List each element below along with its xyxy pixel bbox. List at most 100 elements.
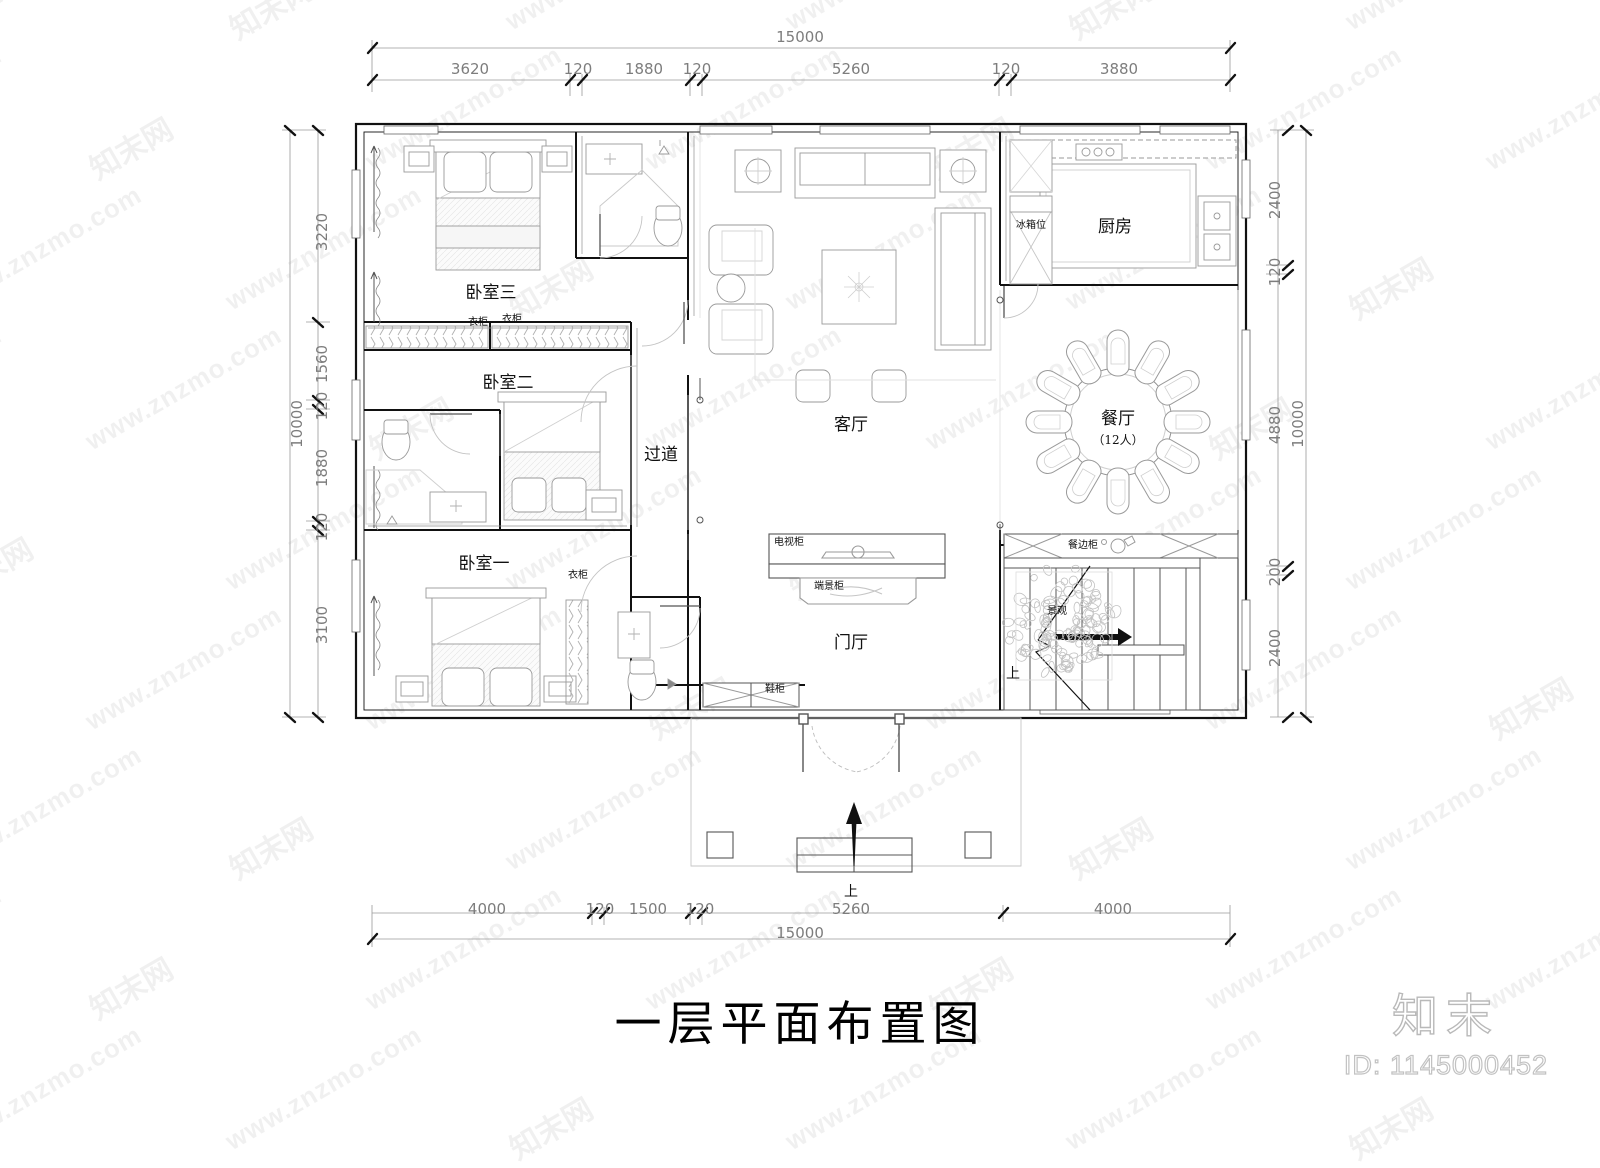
dim-top-2: 120 xyxy=(564,60,593,78)
landscape-pebble xyxy=(1020,648,1032,658)
landscape-pebble xyxy=(1042,615,1051,626)
annotation-stair-up-inside: 上 xyxy=(1006,666,1020,682)
landscape-pebble xyxy=(1064,662,1075,673)
dim-top-5: 5260 xyxy=(832,60,870,78)
room-label-bedroom-1: 卧室一 xyxy=(459,554,510,574)
landscape-pebble xyxy=(1005,636,1014,645)
landscape-pebble xyxy=(1068,652,1079,659)
dim-right-3: 4880 xyxy=(1266,406,1284,444)
cad-linework xyxy=(282,40,1314,947)
dining-chair xyxy=(1106,467,1130,515)
room-sub-dining-room: （12人） xyxy=(1092,433,1143,447)
landscape-pebble xyxy=(1046,633,1058,641)
landscape-pebble xyxy=(1006,630,1017,639)
landscape-pebble xyxy=(1053,629,1065,641)
landscape-pebble xyxy=(1043,629,1055,638)
dim-right-1: 2400 xyxy=(1266,181,1284,219)
landscape-pebble xyxy=(1038,631,1048,644)
landscape-pebble xyxy=(1079,578,1092,589)
dining-chair xyxy=(1036,438,1081,474)
dining-chair xyxy=(1025,410,1073,434)
dining-chair xyxy=(1066,459,1102,504)
dim-top-6: 120 xyxy=(992,60,1021,78)
landscape-pebble xyxy=(1017,647,1027,656)
landscape-pebble xyxy=(1042,598,1056,610)
landscape-pebble xyxy=(1082,614,1093,625)
landscape-pebble xyxy=(1034,601,1041,613)
page-title: 一层平面布置图 xyxy=(614,997,986,1052)
dim-top-1: 3620 xyxy=(451,60,489,78)
landscape-pebble xyxy=(1041,616,1053,629)
dim-left-total: 10000 xyxy=(288,400,306,448)
dim-bot-total: 15000 xyxy=(776,924,824,942)
furniture-label-fridge-space: 冰箱位 xyxy=(1016,218,1046,231)
landscape-pebble xyxy=(1098,612,1108,621)
dim-right-2: 120 xyxy=(1266,258,1284,287)
dining-chair xyxy=(1155,438,1200,474)
furniture-label-display-cabinet: 端景柜 xyxy=(814,579,844,592)
dining-chair xyxy=(1066,340,1102,385)
landscape-pebble xyxy=(1030,648,1042,660)
landscape-pebble xyxy=(1090,590,1102,601)
dim-bot-3: 1500 xyxy=(629,900,667,918)
dim-top-3: 1880 xyxy=(625,60,663,78)
logo-mark-text: 知末 xyxy=(1391,988,1500,1043)
landscape-pebble xyxy=(1047,638,1059,650)
landscape-pebble xyxy=(1019,597,1031,604)
furniture-label-wardrobe-b: 衣柜 xyxy=(502,312,522,325)
landscape-pebble xyxy=(1065,627,1073,640)
dining-chair xyxy=(1134,459,1170,504)
landscape-pebble xyxy=(1080,596,1092,608)
dim-right-total: 10000 xyxy=(1289,400,1307,448)
landscape-pebble xyxy=(1054,604,1062,613)
landscape-pebble xyxy=(1042,631,1052,640)
landscape-pebble xyxy=(1084,638,1094,648)
room-label-kitchen: 厨房 xyxy=(1098,217,1132,237)
dim-bot-2: 120 xyxy=(586,900,615,918)
landscape-pebble xyxy=(1063,585,1076,598)
landscape-pebble xyxy=(1019,620,1028,629)
furniture-label-shoe-cabinet: 鞋柜 xyxy=(765,682,785,695)
landscape-pebble xyxy=(1042,605,1052,615)
landscape-pebble xyxy=(1033,629,1043,643)
landscape-pebble xyxy=(1085,602,1099,612)
landscape-pebble xyxy=(1081,652,1094,663)
furniture-label-wardrobe-a: 衣柜 xyxy=(468,315,488,328)
landscape-pebble xyxy=(1058,595,1069,605)
landscape-pebble xyxy=(1072,615,1080,626)
landscape-pebble xyxy=(1048,660,1055,673)
landscape-pebble xyxy=(1059,651,1066,660)
dim-left-3: 120 xyxy=(313,392,331,421)
annotation-stair-up-porch: 上 xyxy=(844,884,858,900)
dim-right-4: 200 xyxy=(1266,558,1284,587)
landscape-pebble xyxy=(1068,629,1082,642)
dim-top-7: 3880 xyxy=(1100,60,1138,78)
dim-bot-4: 120 xyxy=(686,900,715,918)
dim-bot-1: 4000 xyxy=(468,900,506,918)
landscape-pebble xyxy=(1056,647,1068,657)
landscape-pebble xyxy=(1021,605,1030,614)
furniture-label-wardrobe-c: 衣柜 xyxy=(568,568,588,581)
landscape-pebble xyxy=(1100,633,1111,644)
landscape-pebble xyxy=(1076,618,1087,629)
landscape-pebble xyxy=(1040,667,1050,678)
landscape-pebble xyxy=(1051,644,1063,654)
furniture-label-tv-cabinet: 电视柜 xyxy=(774,535,804,548)
dim-left-4: 1880 xyxy=(313,449,331,487)
room-label-corridor: 过道 xyxy=(644,445,678,465)
landscape-pebble xyxy=(1100,614,1110,625)
dim-right-5: 2400 xyxy=(1266,629,1284,667)
landscape-pebble xyxy=(1089,595,1097,603)
room-label-dining-room: 餐厅 xyxy=(1101,409,1135,429)
dim-top-total: 15000 xyxy=(776,28,824,46)
landscape-pebble xyxy=(1086,648,1099,661)
room-label-living-room: 客厅 xyxy=(834,415,868,435)
landscape-pebble xyxy=(1085,616,1095,629)
landscape-pebble xyxy=(1092,623,1103,634)
landscape-pebble xyxy=(1079,600,1089,608)
landscape-pebble xyxy=(1086,618,1098,628)
dining-chair xyxy=(1155,370,1200,406)
landscape-pebble xyxy=(1011,629,1024,641)
landscape-pebble xyxy=(1041,654,1052,663)
